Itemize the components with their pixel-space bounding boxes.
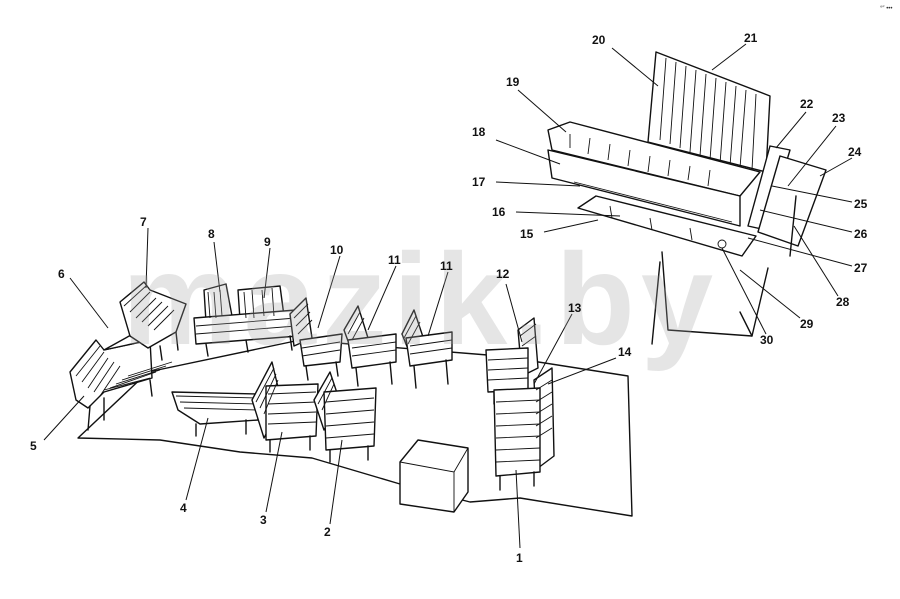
callout-11-right: 11 [440, 259, 453, 273]
callout-7: 7 [140, 215, 147, 229]
callout-15: 15 [520, 227, 534, 241]
watermark: mazik.by [122, 226, 719, 372]
seat-group-11b [401, 309, 453, 389]
callout-14: 14 [618, 345, 632, 359]
seat-group-11a [343, 305, 397, 387]
seat-group-12 [485, 317, 539, 405]
callout-26: 26 [854, 227, 868, 241]
seat-group-2 [313, 371, 377, 463]
callout-17: 17 [472, 175, 486, 189]
callout-10: 10 [330, 243, 344, 257]
callout-21: 21 [744, 31, 758, 45]
callout-13: 13 [568, 301, 582, 315]
callout-27: 27 [854, 261, 868, 275]
callout-labels: 1 2 3 4 5 6 7 8 9 10 11 11 12 13 14 15 1… [30, 31, 868, 565]
callout-28: 28 [836, 295, 850, 309]
callout-23: 23 [832, 111, 846, 125]
corner-mark: °″ ••• [880, 6, 893, 12]
seat-group-7 [119, 281, 187, 361]
callout-8: 8 [208, 227, 215, 241]
seat-group-8-9 [193, 283, 299, 357]
callout-6: 6 [58, 267, 65, 281]
callout-12: 12 [496, 267, 510, 281]
callout-4: 4 [180, 501, 187, 515]
callout-2: 2 [324, 525, 331, 539]
callout-9: 9 [264, 235, 271, 249]
callout-5: 5 [30, 439, 37, 453]
seat-group-1 [493, 367, 555, 491]
callout-22: 22 [800, 97, 814, 111]
callout-11-left: 11 [388, 253, 401, 267]
callout-20: 20 [592, 33, 606, 47]
callout-19: 19 [506, 75, 520, 89]
floor-box [399, 439, 469, 513]
callout-30: 30 [760, 333, 774, 347]
seat-group-10 [289, 297, 343, 381]
exploded-seat [547, 51, 827, 345]
callout-18: 18 [472, 125, 486, 139]
callout-16: 16 [492, 205, 506, 219]
seat-group-4 [171, 391, 259, 437]
callout-24: 24 [848, 145, 862, 159]
seat-group-3 [251, 361, 319, 453]
leader-lines [43, 43, 853, 549]
callout-29: 29 [800, 317, 814, 331]
callout-25: 25 [854, 197, 868, 211]
callout-3: 3 [260, 513, 267, 527]
callout-1: 1 [516, 551, 523, 565]
